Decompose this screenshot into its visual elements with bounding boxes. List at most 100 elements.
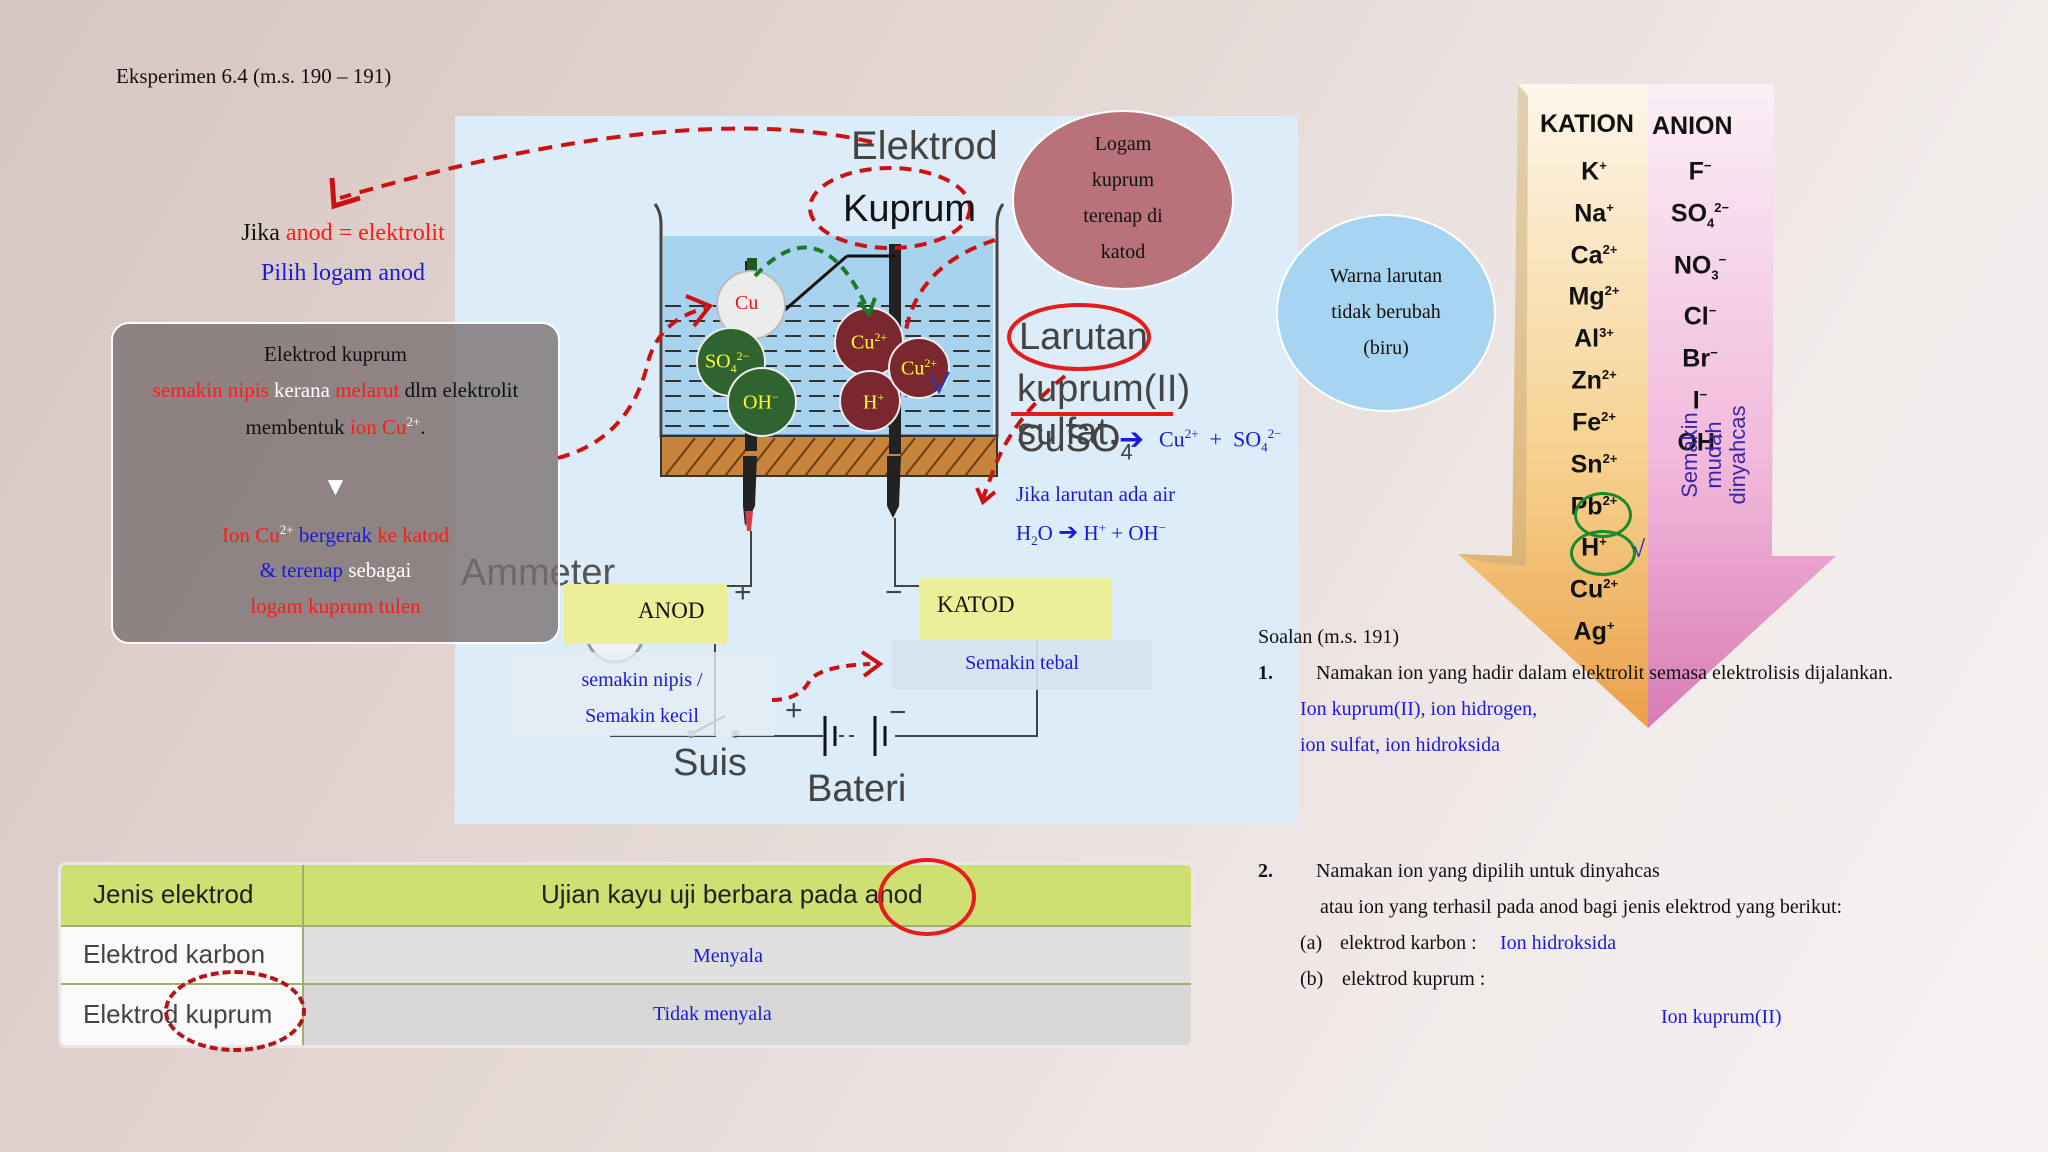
katod-note-box bbox=[892, 640, 1152, 690]
table-header-test: Ujian kayu uji berbara pada anod bbox=[541, 879, 923, 909]
deposit-bubble: Logam kuprum terenap di katod bbox=[1012, 110, 1234, 290]
dissociation-products: Cu2+ + SO42− bbox=[1159, 426, 1282, 455]
kation-item: Ag+ bbox=[1573, 617, 1615, 646]
q1-answer-1: Ion kuprum(II), ion hidrogen, bbox=[1300, 698, 1538, 720]
anion-item: SO42− bbox=[1670, 199, 1730, 231]
bubble-logam-line-1: Logam bbox=[1094, 133, 1152, 155]
larutan-label: Larutan bbox=[1019, 316, 1148, 358]
panel-line-2: semakin nipis kerana melarut dlm elektro… bbox=[152, 378, 519, 402]
rule-line-1: Jika anod = elektrolit bbox=[241, 220, 445, 246]
kation-item: Sn2+ bbox=[1570, 450, 1618, 479]
q2a-answer: Ion hidroksida bbox=[1500, 932, 1617, 954]
q2a-label: (a) bbox=[1300, 932, 1323, 954]
water-arrow bbox=[981, 374, 1067, 499]
water-equation: H2O ➔ H+ + OH− bbox=[1016, 518, 1166, 549]
bubble-logam-line-4: katod bbox=[1100, 241, 1146, 263]
check-icon: √ bbox=[1632, 536, 1646, 563]
anod-note-line-2: Semakin kecil bbox=[585, 705, 699, 727]
q2b-answer: Ion kuprum(II) bbox=[1661, 1006, 1782, 1028]
anion-item: I− bbox=[1692, 386, 1708, 415]
table-cell-result: Menyala bbox=[693, 945, 763, 967]
side-label-3: dinyahcas bbox=[1725, 405, 1750, 505]
anod-label: ANOD bbox=[638, 598, 705, 623]
kation-item: K+ bbox=[1581, 157, 1607, 186]
slide-title: Eksperimen 6.4 (m.s. 190 – 191) bbox=[116, 64, 392, 88]
side-label-2: mudah bbox=[1701, 421, 1726, 489]
anod-note-line-1: semakin nipis / bbox=[581, 669, 703, 691]
battery-plus: + bbox=[785, 694, 803, 727]
table-cell-electrode: Elektrod karbon bbox=[83, 939, 266, 969]
anion-list: F−SO42−NO3−Cl−Br−I−OH− bbox=[1660, 148, 1740, 461]
q1-number: 1. bbox=[1258, 662, 1273, 684]
top-arrow bbox=[329, 126, 873, 210]
kuprum-circle-highlight bbox=[164, 970, 306, 1052]
water-arrowhead bbox=[975, 487, 997, 506]
side-label-1: Semakin bbox=[1677, 412, 1702, 498]
ion-cu2b-label: Cu2+ bbox=[901, 356, 938, 380]
bubble-warna-line-3: (biru) bbox=[1363, 337, 1409, 359]
panel-line-5: & terenap sebagai bbox=[259, 558, 412, 582]
anode-clip-bottom bbox=[743, 456, 757, 526]
kation-item: Cu2+ bbox=[1569, 575, 1619, 604]
kation-item: Mg2+ bbox=[1568, 282, 1620, 311]
electrode-table: Jenis elektrod Ujian kayu uji berbara pa… bbox=[58, 862, 1194, 1048]
anode-plus: + bbox=[734, 576, 752, 609]
down-triangle-icon: ▼ bbox=[322, 472, 349, 501]
katod-label: KATOD bbox=[937, 592, 1015, 617]
elektrod-label: Elektrod bbox=[851, 124, 998, 168]
table-header-row: Jenis elektrod Ujian kayu uji berbara pa… bbox=[61, 865, 1191, 925]
water-note: Jika larutan ada air bbox=[1016, 482, 1176, 506]
panel-line-1: Elektrod kuprum bbox=[264, 342, 407, 366]
kation-item: Al3+ bbox=[1574, 324, 1614, 353]
ion-h-label: H+ bbox=[863, 390, 885, 414]
ion-migration-arrow bbox=[753, 245, 869, 309]
bubble-warna-line-2: tidak berubah bbox=[1331, 301, 1441, 323]
anod-note-box bbox=[510, 652, 774, 736]
cathode-clip-bottom bbox=[887, 456, 901, 518]
kation-title: KATION bbox=[1540, 110, 1634, 138]
anod-note: semakin nipis / Semakin kecil bbox=[510, 662, 774, 734]
side-label: Semakin mudah dinyahcas bbox=[1677, 380, 1750, 530]
q2b-text: elektrod kuprum : bbox=[1342, 968, 1486, 990]
note-arrow bbox=[771, 650, 884, 702]
questions-heading: Soalan (m.s. 191) bbox=[1258, 626, 1400, 648]
anode-plug bbox=[745, 511, 753, 531]
larutan-highlight bbox=[1007, 303, 1151, 371]
bubble-logam-line-2: kuprum bbox=[1091, 169, 1155, 191]
deposit-arrow bbox=[903, 238, 996, 337]
katod-label-box: KATOD bbox=[919, 578, 1112, 640]
panel-line-3: membentuk ion Cu2+. bbox=[245, 414, 426, 439]
arrow-right-icon: ➔ bbox=[1119, 422, 1145, 457]
cathode-minus: − bbox=[885, 576, 903, 609]
explanation-panel: Elektrod kuprum semakin nipis kerana mel… bbox=[111, 322, 560, 644]
anode-clip bbox=[747, 258, 757, 270]
anod-circle-highlight bbox=[878, 858, 976, 936]
cell-drawing bbox=[585, 166, 1173, 756]
kation-item: Zn2+ bbox=[1571, 366, 1617, 395]
colour-bubble: Warna larutan tidak berubah (biru) bbox=[1276, 214, 1496, 412]
series-labels: KATION ANION K+Na+Ca2+Mg2+Al3+Zn2+Fe2+Sn… bbox=[1452, 78, 1842, 732]
ion-so4-label: SO42− bbox=[705, 349, 750, 376]
anion-item: NO3− bbox=[1673, 250, 1727, 282]
q1-answer-2: ion sulfat, ion hidroksida bbox=[1300, 734, 1500, 756]
sulfat-label: kuprum(II) sulfat, bbox=[1017, 368, 1191, 453]
anod-label-box: ANOD bbox=[564, 584, 727, 644]
ion-oh bbox=[727, 367, 797, 437]
ion-h bbox=[839, 370, 901, 432]
cu-highlight bbox=[1570, 530, 1636, 576]
bubble-logam-line-3: terenap di bbox=[1083, 205, 1163, 227]
suis-label: Suis bbox=[673, 742, 747, 784]
panel-line-6: logam kuprum tulen bbox=[250, 594, 421, 618]
anion-item: Br− bbox=[1682, 344, 1718, 373]
rule-line-2: Pilih logam anod bbox=[261, 260, 425, 286]
formula-label: CuSO4 bbox=[1017, 418, 1133, 465]
q2-text-1: Namakan ion yang dipilih untuk dinyahcas bbox=[1316, 860, 1660, 882]
kuprum-label: Kuprum bbox=[843, 188, 977, 230]
q1-text: Namakan ion yang hadir dalam elektrolit … bbox=[1316, 662, 1894, 684]
anion-title: ANION bbox=[1652, 112, 1733, 140]
panel-arrow bbox=[557, 294, 714, 460]
panel-line-4: Ion Cu2+ bergerak ke katod bbox=[222, 522, 449, 547]
katod-note: Semakin tebal bbox=[965, 652, 1079, 674]
kation-item: Ca2+ bbox=[1570, 240, 1618, 269]
battery-minus: − bbox=[889, 696, 907, 729]
